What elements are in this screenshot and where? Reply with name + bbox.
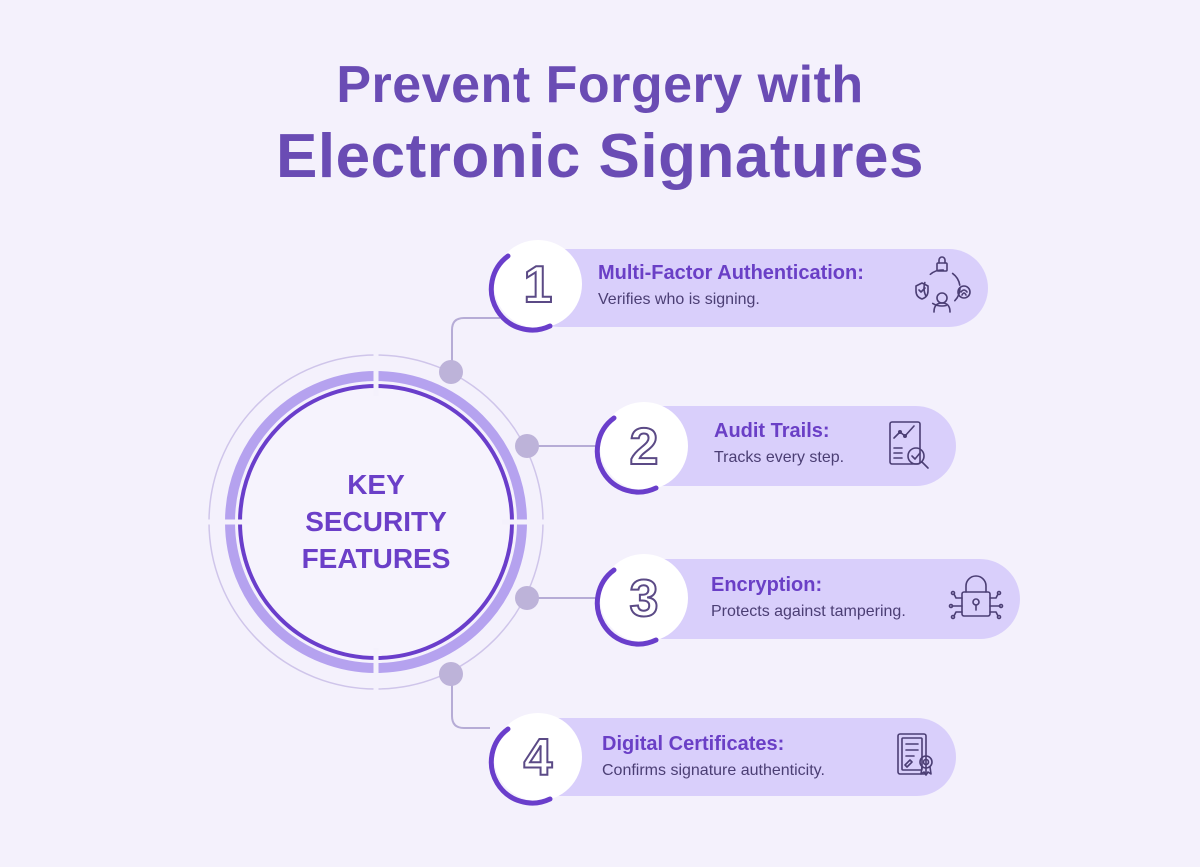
inner-face — [242, 388, 510, 656]
feature-title-3: Encryption: — [711, 574, 823, 596]
number-arc-1 — [488, 253, 553, 333]
number-arc-4 — [488, 726, 553, 806]
number-badge-4 — [494, 713, 582, 801]
feature-description-2: Tracks every step. — [714, 449, 845, 466]
connector-4 — [451, 674, 490, 729]
feature-pill-2 — [620, 406, 956, 486]
feature-text-2: Audit Trails: Tracks every step. — [714, 418, 844, 469]
connector-1 — [451, 317, 500, 372]
feature-number-3: 3 — [630, 570, 659, 628]
number-arc-3 — [594, 567, 659, 647]
feature-title-1: Multi-Factor Authentication: — [598, 262, 864, 284]
feature-number-4: 4 — [524, 729, 553, 787]
node-dot-2 — [515, 434, 539, 458]
audit-report-magnifier-icon — [889, 421, 929, 469]
center-hub — [204, 350, 548, 694]
connectors — [451, 317, 600, 729]
feature-number-1: 1 — [524, 256, 553, 314]
title-line-2: Electronic Signatures — [276, 122, 924, 191]
number-badge-3 — [600, 554, 688, 642]
number-badge-1 — [494, 240, 582, 328]
center-label: KEY SECURITY FEATURES — [258, 466, 494, 577]
feature-text-3: Encryption: Protects against tampering. — [711, 572, 906, 623]
feature-title-4: Digital Certificates: — [602, 733, 785, 755]
circuit-padlock-icon — [948, 575, 1004, 620]
ring-gaps — [204, 350, 548, 694]
feature-item-2: 2 — [594, 402, 956, 495]
feature-description-3: Protects against tampering. — [711, 603, 906, 620]
center-label-line-3: FEATURES — [301, 543, 451, 574]
feature-item-4: 4 — [488, 713, 956, 806]
feature-item-1: 1 — [488, 240, 988, 333]
number-arc-2 — [594, 415, 659, 495]
title-line-1: Prevent Forgery with — [336, 56, 864, 114]
node-dot-4 — [439, 662, 463, 686]
node-dot-1 — [439, 360, 463, 384]
center-label-line-1: KEY — [347, 469, 405, 500]
feature-item-3: 3 — [594, 554, 1020, 647]
multi-factor-authentication-icon — [915, 256, 971, 313]
certificate-document-icon — [897, 733, 933, 776]
feature-title-2: Audit Trails: — [714, 420, 830, 442]
number-badge-2 — [600, 402, 688, 490]
feature-number-2: 2 — [630, 418, 659, 476]
feature-text-4: Digital Certificates: Confirms signature… — [602, 731, 825, 782]
feature-description-4: Confirms signature authenticity. — [602, 762, 825, 779]
feature-pill-3 — [620, 559, 1020, 639]
feature-description-1: Verifies who is signing. — [598, 291, 760, 308]
center-label-line-2: SECURITY — [305, 506, 447, 537]
feature-text-1: Multi-Factor Authentication: Verifies wh… — [598, 260, 864, 311]
feature-pill-4 — [520, 718, 956, 796]
node-dot-3 — [515, 586, 539, 610]
feature-pill-1 — [520, 249, 988, 327]
